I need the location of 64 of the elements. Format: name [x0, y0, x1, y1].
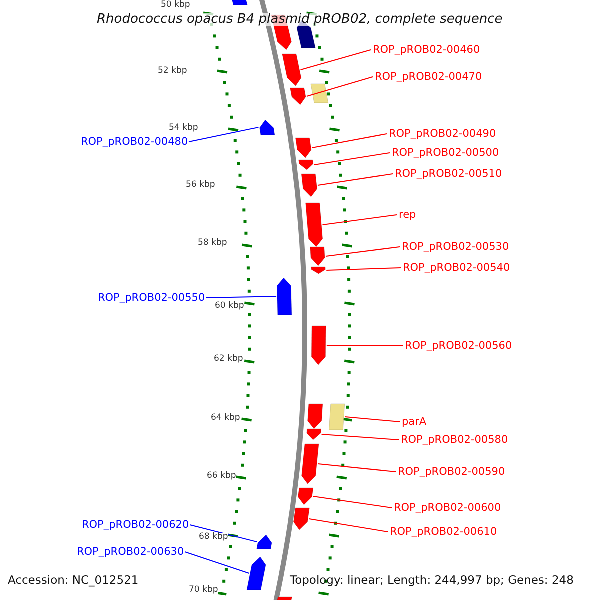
gene-label: ROP_pROB02-00530	[402, 242, 510, 252]
footer-text: Topology: linear; Length: 244,997 bp; Genes: 248	[290, 575, 574, 586]
scale-label: 54 kbp	[169, 124, 198, 132]
title: Rhodococcus opacus B4 plasmid pROB02, complete sequence	[97, 13, 503, 26]
leader-line	[300, 50, 372, 70]
scale-label: 62 kbp	[214, 354, 244, 363]
leader-line	[312, 496, 392, 508]
scale-label: 60 kbp	[215, 302, 244, 310]
scale-label: 50 kbp	[161, 0, 190, 9]
leader-line	[314, 152, 390, 166]
leader-line	[184, 552, 250, 574]
scale-label: 56 kbp	[186, 180, 216, 189]
leader-line	[188, 127, 260, 142]
gene-feature	[290, 88, 306, 106]
gene-label: ROP_pROB02-00540	[403, 262, 510, 273]
scale-label: 58 kbp	[198, 238, 228, 247]
leader-line	[344, 416, 400, 422]
leader-line	[312, 134, 388, 148]
gene-feature	[293, 508, 310, 530]
gene-block	[328, 404, 346, 430]
scale-label: 70 kbp	[189, 586, 218, 594]
gene-label: ROP_pROB02-00630	[77, 546, 184, 557]
leader-line	[318, 464, 396, 472]
gene-label: ROP_pROB02-00560	[405, 340, 512, 351]
gene-feature	[231, 0, 248, 6]
leader-line	[325, 246, 400, 257]
leader-line	[190, 524, 258, 542]
leader-line	[321, 434, 400, 440]
leader-line	[326, 345, 404, 346]
gene-label: ROP_pROB02-00590	[398, 466, 506, 477]
leader-line	[206, 296, 278, 298]
scale-label: 52 kbp	[158, 66, 188, 75]
gene-label: parA	[402, 416, 427, 427]
leader-line	[317, 174, 394, 186]
scale-label: 66 kbp	[207, 472, 236, 480]
leader-line	[306, 76, 374, 97]
gene-label: ROP_pROB02-00500	[392, 148, 500, 158]
gene-label: ROP_pROB02-00610	[390, 526, 498, 537]
gene-feature	[311, 326, 326, 366]
gene-feature	[298, 488, 314, 506]
gene-feature	[246, 556, 266, 590]
gene-feature	[260, 120, 276, 136]
gene-label: ROP_pROB02-00460	[373, 44, 480, 55]
gene-label: rep	[399, 210, 416, 220]
leader-line	[326, 268, 402, 271]
gene-label: ROP_pROB02-00480	[81, 136, 188, 147]
gene-feature	[301, 174, 318, 198]
gene-feature	[256, 534, 272, 550]
gene-label: ROP_pROB02-00510	[395, 168, 502, 179]
gene-label: ROP_pROB02-00490	[389, 128, 496, 139]
scale-label: 64 kbp	[211, 414, 240, 422]
leader-line	[322, 214, 398, 226]
gene-label: ROP_pROB02-00600	[394, 502, 502, 513]
gene-feature	[276, 278, 292, 316]
gene-label: ROP_pROB02-00620	[82, 520, 190, 530]
scale-label: 68 kbp	[199, 532, 228, 541]
gene-label: ROP_pROB02-00550	[98, 292, 206, 303]
gene-label: ROP_pROB02-00470	[375, 72, 482, 82]
gene-feature	[302, 444, 320, 484]
gene-block	[310, 84, 329, 104]
leader-line	[308, 518, 388, 532]
gene-feature	[276, 596, 292, 600]
footer-text: Accession: NC_012521	[8, 575, 139, 586]
gene-label: ROP_pROB02-00580	[401, 434, 508, 445]
